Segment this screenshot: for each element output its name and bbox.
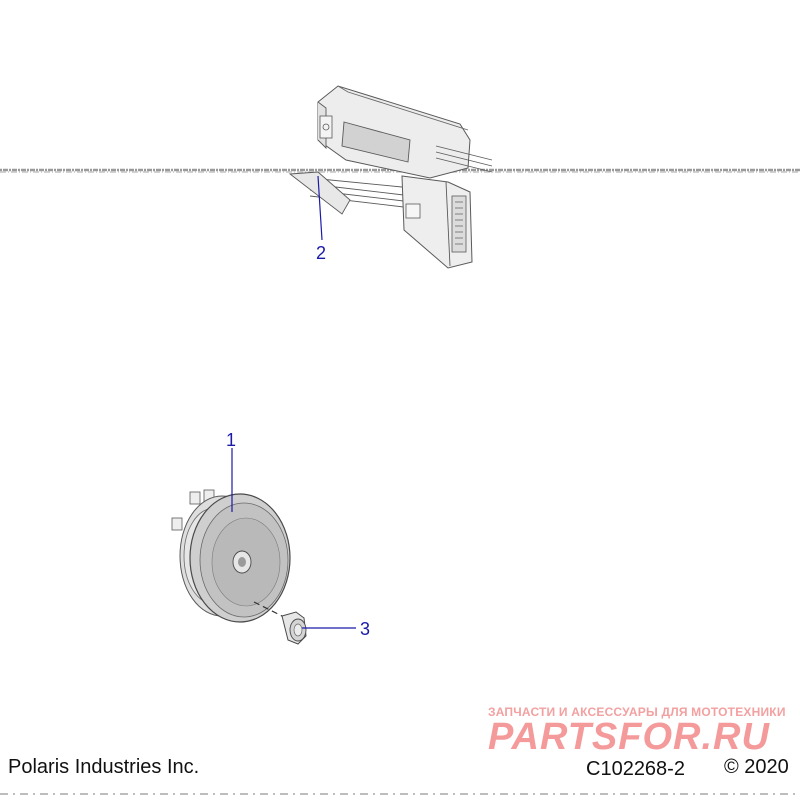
callout-3-label: 3 <box>360 619 370 639</box>
bolt-part <box>253 601 307 645</box>
company-name: Polaris Industries Inc. <box>8 756 200 778</box>
bottom-border-strip <box>0 793 800 795</box>
watermark-tagline: ЗАПЧАСТИ И АКСЕССУАРЫ ДЛЯ МОТОТЕХНИКИ <box>488 705 786 719</box>
control-module-part <box>288 85 493 269</box>
copyright-notice: © 2020 <box>724 756 789 778</box>
callout-2[interactable]: 2 <box>316 175 326 263</box>
horn-part <box>171 489 291 623</box>
callout-2-label: 2 <box>316 243 326 263</box>
drawing-number: C102268-2 <box>586 758 685 780</box>
callout-1-label: 1 <box>226 430 236 450</box>
callout-1[interactable]: 1 <box>226 430 236 512</box>
callout-3[interactable]: 3 <box>302 619 370 639</box>
module-connector <box>401 175 473 269</box>
watermark-logo: PARTSFOR.RU <box>488 716 770 758</box>
